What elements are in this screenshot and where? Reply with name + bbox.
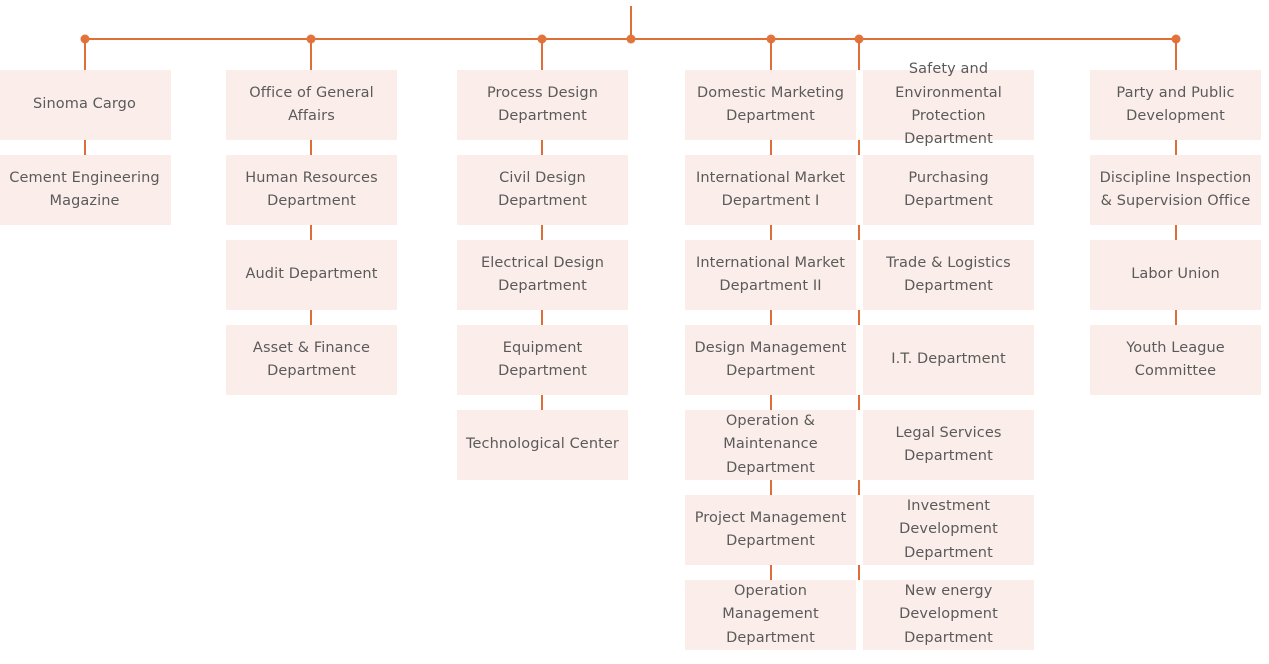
branch-junction-dot[interactable] [537, 34, 547, 44]
org-node-box[interactable]: I.T. Department [863, 325, 1034, 395]
org-node-label: Labor Union [1131, 266, 1220, 283]
org-node-label: Investment Development Department [899, 497, 998, 561]
org-node-link-line [770, 140, 772, 155]
org-node-box[interactable]: Equipment Department [457, 325, 628, 395]
org-node-label: Design Management Department [694, 339, 847, 379]
org-node-link-line [858, 140, 860, 155]
org-node-label: Safety and Environmental Protection Depa… [895, 61, 1002, 148]
org-node-link-line [770, 565, 772, 580]
org-node-label: International Market Department I [696, 169, 845, 209]
branch-drop-line [1175, 40, 1177, 70]
org-node-box[interactable]: Legal Services Department [863, 410, 1034, 480]
branch-drop-line [858, 40, 860, 70]
org-node-label: Civil Design Department [498, 169, 587, 209]
branch-junction-dot[interactable] [766, 34, 776, 44]
org-node-label: Operation Management Department [722, 582, 819, 646]
org-node-label: Youth League Committee [1126, 339, 1225, 379]
branch-junction-dot[interactable] [1171, 34, 1181, 44]
org-node-box[interactable]: Technological Center [457, 410, 628, 480]
org-node-box[interactable]: Trade & Logistics Department [863, 240, 1034, 310]
org-node-link-line [541, 395, 543, 410]
org-node-link-line [858, 225, 860, 240]
org-node-box[interactable]: Process Design Department [457, 70, 628, 140]
org-node-box[interactable]: Design Management Department [685, 325, 856, 395]
org-node-label: Domestic Marketing Department [697, 84, 844, 124]
org-node-box[interactable]: Project Management Department [685, 495, 856, 565]
org-node-box[interactable]: Electrical Design Department [457, 240, 628, 310]
org-node-label: Legal Services Department [895, 424, 1002, 464]
org-node-label: International Market Department II [696, 254, 845, 294]
org-node-box[interactable]: Audit Department [226, 240, 397, 310]
org-node-box[interactable]: Operation & Maintenance Department [685, 410, 856, 480]
branch-drop-line [310, 40, 312, 70]
org-node-box[interactable]: Labor Union [1090, 240, 1261, 310]
org-node-label: Office of General Affairs [249, 84, 374, 124]
org-node-label: Trade & Logistics Department [886, 254, 1011, 294]
org-node-label: Process Design Department [486, 84, 599, 124]
org-node-box[interactable]: Human Resources Department [226, 155, 397, 225]
org-node-link-line [310, 310, 312, 325]
branch-drop-line [770, 40, 772, 70]
org-node-link-line [770, 480, 772, 495]
org-node-box[interactable]: Civil Design Department [457, 155, 628, 225]
org-node-link-line [541, 310, 543, 325]
org-node-box[interactable]: Youth League Committee [1090, 325, 1261, 395]
branch-drop-line [84, 40, 86, 70]
org-node-link-line [541, 225, 543, 240]
org-node-link-line [858, 480, 860, 495]
org-node-link-line [84, 140, 86, 155]
org-node-link-line [1175, 225, 1177, 240]
org-node-box[interactable]: Domestic Marketing Department [685, 70, 856, 140]
org-node-box[interactable]: Investment Development Department [863, 495, 1034, 565]
org-node-label: Electrical Design Department [480, 254, 605, 294]
org-node-label: Discipline Inspection & Supervision Offi… [1099, 169, 1252, 209]
org-node-box[interactable]: Discipline Inspection & Supervision Offi… [1090, 155, 1261, 225]
org-node-label: Sinoma Cargo [33, 96, 136, 113]
org-node-box[interactable]: Sinoma Cargo [0, 70, 171, 140]
org-node-link-line [770, 395, 772, 410]
org-node-label: Purchasing Department [904, 169, 993, 209]
org-node-label: I.T. Department [891, 351, 1006, 368]
org-node-box[interactable]: Asset & Finance Department [226, 325, 397, 395]
org-node-label: Operation & Maintenance Department [723, 412, 818, 476]
org-node-link-line [541, 140, 543, 155]
org-node-link-line [858, 310, 860, 325]
org-node-box[interactable]: Cement Engineering Magazine [0, 155, 171, 225]
org-node-label: Human Resources Department [245, 169, 378, 209]
org-node-link-line [310, 225, 312, 240]
org-node-box[interactable]: Office of General Affairs [226, 70, 397, 140]
org-node-box[interactable]: New energy Development Department [863, 580, 1034, 650]
org-node-box[interactable]: International Market Department I [685, 155, 856, 225]
org-node-link-line [770, 310, 772, 325]
org-node-box[interactable]: Party and Public Development [1090, 70, 1261, 140]
org-node-box[interactable]: International Market Department II [685, 240, 856, 310]
branch-junction-dot[interactable] [626, 34, 636, 44]
org-node-label: Party and Public Development [1116, 84, 1235, 124]
org-node-label: Cement Engineering Magazine [9, 169, 160, 209]
org-node-link-line [310, 140, 312, 155]
org-node-link-line [1175, 140, 1177, 155]
org-node-label: Technological Center [466, 436, 619, 453]
branch-junction-dot[interactable] [80, 34, 90, 44]
org-node-box[interactable]: Operation Management Department [685, 580, 856, 650]
org-node-link-line [770, 225, 772, 240]
org-node-label: Asset & Finance Department [252, 339, 371, 379]
branch-junction-dot[interactable] [854, 34, 864, 44]
org-node-label: Audit Department [245, 266, 378, 283]
org-node-label: New energy Development Department [899, 582, 998, 646]
org-node-link-line [858, 565, 860, 580]
root-parent-stub-line [630, 6, 632, 38]
org-node-box[interactable]: Safety and Environmental Protection Depa… [863, 61, 1034, 147]
org-node-label: Project Management Department [694, 509, 847, 549]
branch-junction-dot[interactable] [306, 34, 316, 44]
org-node-box[interactable]: Purchasing Department [863, 155, 1034, 225]
org-node-link-line [1175, 310, 1177, 325]
org-node-link-line [858, 395, 860, 410]
branch-drop-line [541, 40, 543, 70]
org-node-label: Equipment Department [498, 339, 587, 379]
